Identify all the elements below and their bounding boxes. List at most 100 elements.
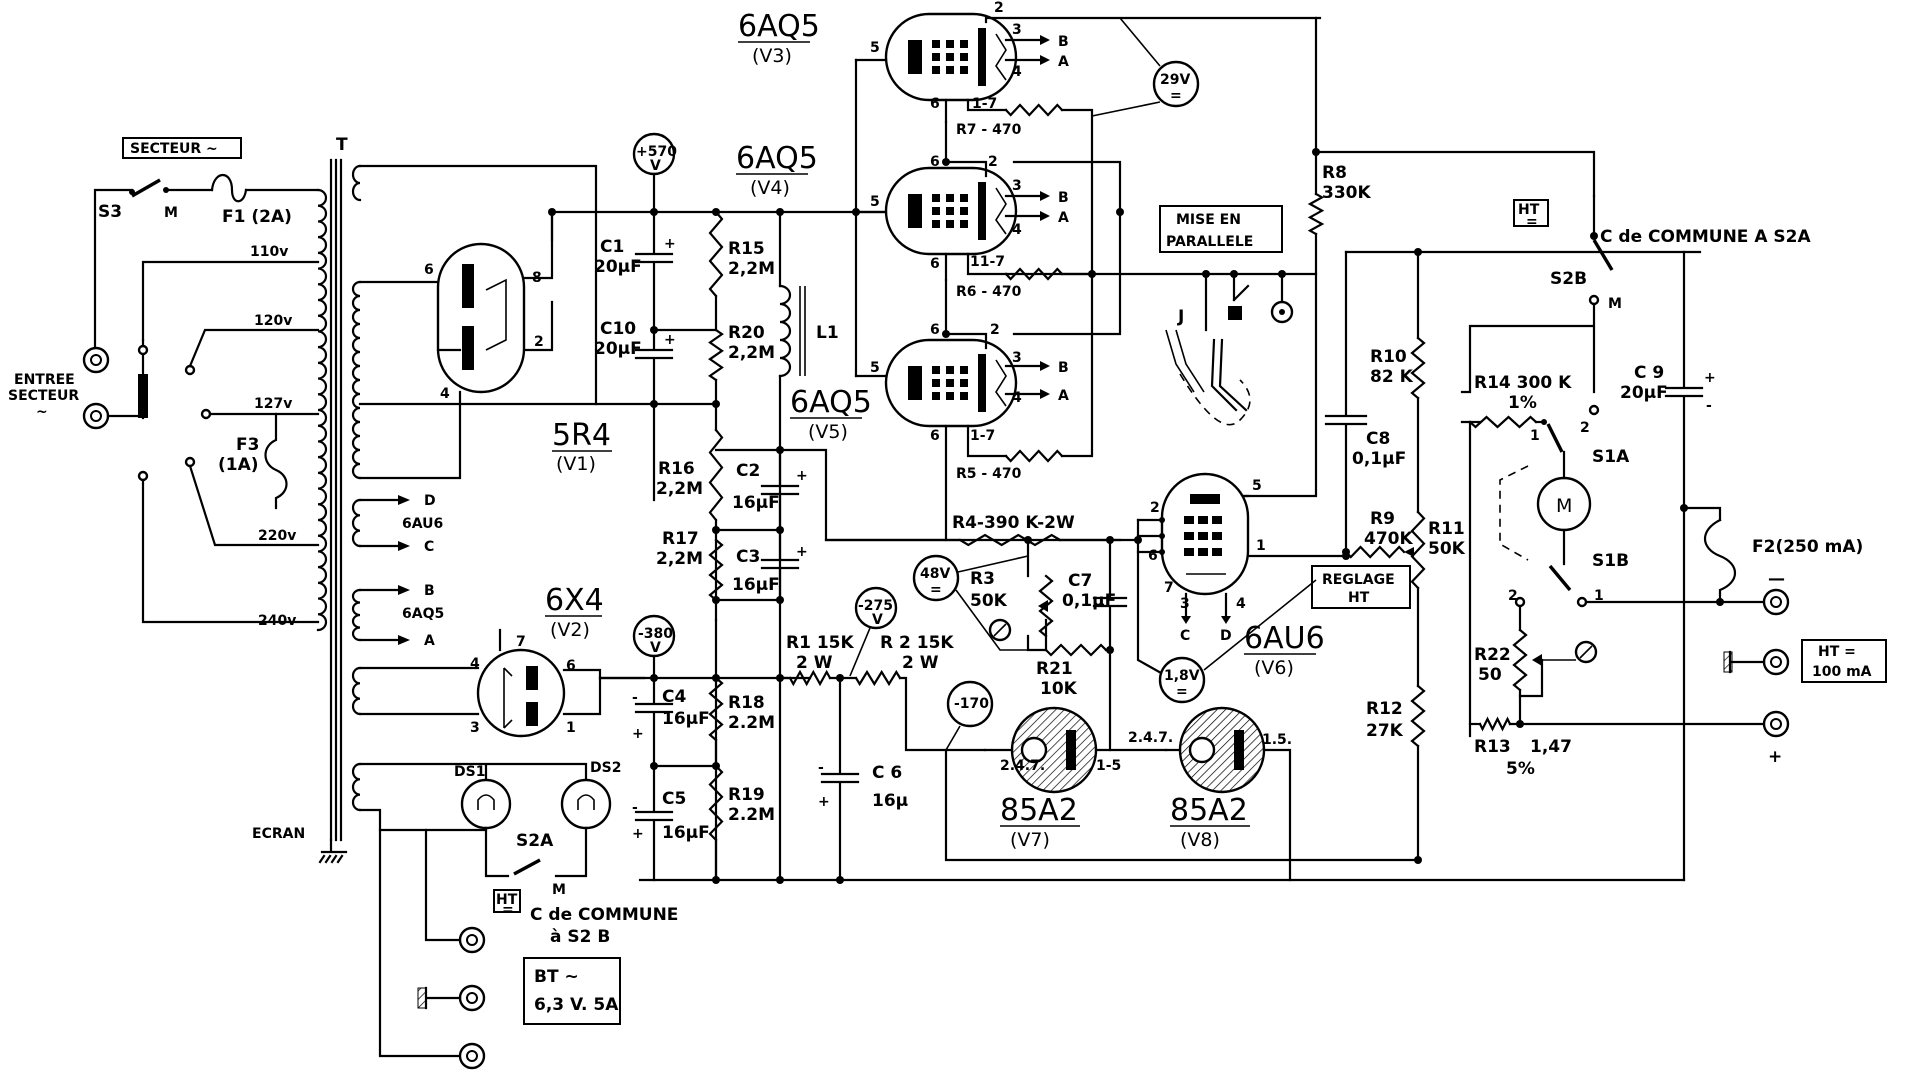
- r3-label: R3: [970, 569, 995, 589]
- v2-pin1: 1: [566, 720, 576, 736]
- v8-pin15: 1.5.: [1262, 732, 1292, 748]
- r21-value: 10K: [1040, 679, 1078, 699]
- v4-type-label: 6AQ5: [736, 141, 818, 176]
- v8-type-label: 85A2: [1170, 793, 1248, 828]
- r9-label: R9: [1370, 509, 1395, 529]
- r8-value: 330K: [1322, 183, 1371, 203]
- primary-winding: [316, 188, 328, 632]
- v4-pin4: 4: [1012, 222, 1022, 238]
- fuse-f2: [1703, 518, 1737, 604]
- tube-v4-6aq5: 6AQ5 (V4) B A 5 2 6 3 4 6 11-7 R6 - 470: [736, 141, 1069, 300]
- secondary-bt-winding: [351, 762, 362, 812]
- c3-value: 16µF: [732, 575, 780, 595]
- r10-label: R10: [1370, 347, 1407, 367]
- ht-output-label-1: HT =: [1818, 644, 1856, 660]
- r20-value: 2,2M: [728, 343, 775, 363]
- r13-label: R13: [1474, 737, 1511, 757]
- entree-label-3: ~: [36, 404, 48, 420]
- resistor-r10: [1410, 336, 1426, 400]
- reglage-ht-box: [1311, 565, 1411, 609]
- tap-120: 120v: [254, 313, 292, 329]
- resistor-r1: [788, 669, 842, 687]
- resistor-r7: [1004, 103, 1064, 117]
- c1-label: C1: [600, 237, 624, 257]
- tube-v7-85a2: 2.4.7. 1-5 85A2 (V7) -170: [945, 680, 1168, 851]
- v3-pin4: 4: [1012, 64, 1022, 80]
- tube-v5-6aq5: 6AQ5 (V5) B A 5 2 6 3 4 6 1-7 R5 - 470: [790, 322, 1069, 542]
- ht-box-top: [1513, 199, 1549, 227]
- v4-pin117: 11-7: [970, 254, 1005, 270]
- resistor-r12: [1410, 684, 1426, 748]
- r18-value: 2.2M: [728, 713, 775, 733]
- v4-out-b: B: [1058, 190, 1069, 206]
- tp18-eq: =: [1176, 684, 1188, 700]
- v3-out-a: A: [1058, 54, 1069, 70]
- c5-value: 16µF: [662, 823, 710, 843]
- heater-6au6-label: 6AU6: [402, 516, 443, 532]
- s2b-switch[interactable]: [1592, 239, 1614, 271]
- s3-switch: [131, 178, 161, 198]
- voltage-selector-plug[interactable]: [138, 374, 148, 418]
- v2-ref-label: (V2): [550, 619, 590, 641]
- ds2-label: DS2: [590, 760, 621, 776]
- r16-label: R16: [658, 459, 695, 479]
- resistor-r21: [1044, 643, 1108, 657]
- resistor-r18: [708, 676, 724, 768]
- s2a-switch[interactable]: [513, 858, 541, 876]
- entree-label-1: ENTREE: [14, 372, 75, 388]
- tube-v8-85a2: 2.4.7. 1.5. 85A2 (V8): [1128, 706, 1292, 882]
- svg-text:+: +: [664, 236, 676, 252]
- heater-a-label: A: [424, 633, 435, 649]
- c4-value: 16µF: [662, 709, 710, 729]
- resistor-r13: [1478, 716, 1512, 732]
- secondary-big-winding: [351, 280, 362, 480]
- r17-label: R17: [662, 529, 699, 549]
- r4-label: R4-390 K-2W: [952, 513, 1075, 533]
- r14-label: R14 300 K: [1474, 373, 1572, 393]
- v5-pin6-top: 6: [930, 322, 940, 338]
- svg-text:=: =: [502, 902, 514, 918]
- cde-commune-s2b-1: C de COMMUNE: [530, 905, 678, 925]
- potentiometer-r22: [1512, 628, 1528, 692]
- mise-label-2: PARALLELE: [1166, 234, 1253, 250]
- f2-label: F2(250 mA): [1752, 537, 1863, 557]
- v2-pin6: 6: [566, 658, 576, 674]
- resistor-r17: [708, 538, 724, 602]
- tube-v2-6x4: 4 7 6 3 1 6X4 (V2): [358, 583, 646, 738]
- mise-en-parallele-box: [1159, 205, 1283, 253]
- v3-pin3: 3: [1012, 22, 1022, 38]
- r21-label: R21: [1036, 659, 1073, 679]
- svg-text:-: -: [632, 690, 638, 706]
- r2-power: 2 W: [902, 653, 939, 673]
- tap-240: 240v: [258, 613, 296, 629]
- s1b-switch[interactable]: [1548, 564, 1572, 592]
- reglage-label-2: HT: [1348, 590, 1370, 606]
- v6-pin5: 5: [1252, 478, 1262, 494]
- r5-label: R5 - 470: [956, 466, 1022, 482]
- tap-220: 220v: [258, 528, 296, 544]
- r19-value: 2.2M: [728, 805, 775, 825]
- resistor-r20: [708, 328, 724, 406]
- svg-text:=: =: [1526, 214, 1538, 230]
- s2b-label: S2B: [1550, 269, 1587, 289]
- s1a-switch[interactable]: [1546, 423, 1564, 453]
- test-point-170: [946, 680, 994, 728]
- tp275-value: -275: [858, 598, 893, 614]
- v7-type-label: 85A2: [1000, 793, 1078, 828]
- svg-text:+: +: [1704, 370, 1716, 386]
- r20-label: R20: [728, 323, 765, 343]
- reglage-label-1: REGLAGE: [1322, 572, 1395, 588]
- tp570-unit: V: [650, 158, 661, 174]
- c8-label: C8: [1366, 429, 1390, 449]
- ht-output-label-2: 100 mA: [1812, 664, 1872, 680]
- f3-label-1: F3: [236, 435, 259, 455]
- v1-pin6: 6: [424, 262, 434, 278]
- heater-outputs: D 6AU6 C B 6AQ5 A: [358, 493, 444, 649]
- v6-pin6: 6: [1148, 548, 1158, 564]
- v4-pin6: 6: [930, 256, 940, 272]
- v6-out-d: D: [1220, 628, 1232, 644]
- v1-pin2: 2: [534, 334, 544, 350]
- resistor-r2: [838, 669, 902, 687]
- secteur-label-box: [122, 137, 242, 159]
